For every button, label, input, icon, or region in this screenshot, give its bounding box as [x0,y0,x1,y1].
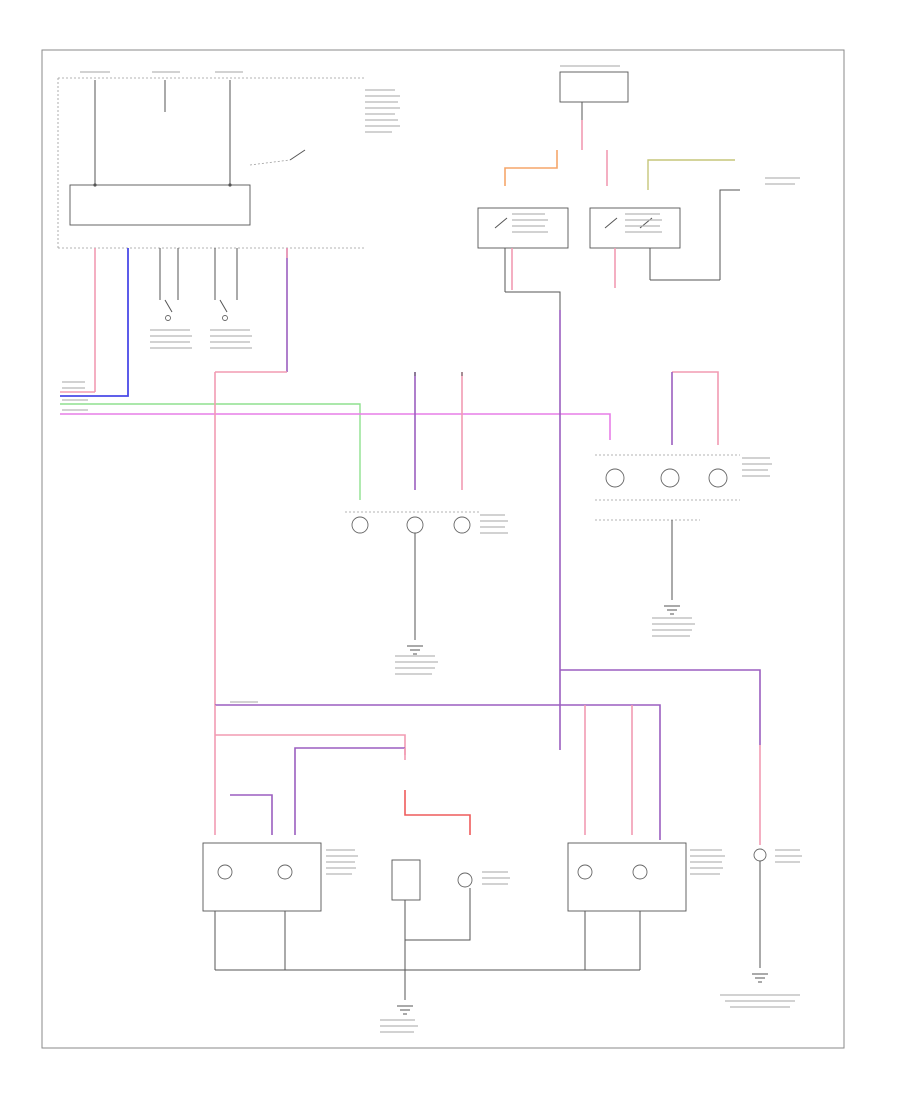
module-output-pins [94,248,288,392]
label-marks [62,65,802,1033]
glove-box-lamp [391,790,473,1015]
right-door-lamp-module [567,842,687,970]
door-switch-left [164,299,173,321]
diagram-border [41,49,845,1049]
center-lamp [345,372,480,655]
right-lamp [595,371,740,615]
lower-bus [214,669,761,845]
relay-block [477,71,740,310]
left-door-lamp-module [202,842,322,970]
door-switch-right [219,299,228,321]
top-left-module [57,77,365,249]
trunk-lamp [752,848,768,983]
harness-bus [60,310,611,750]
